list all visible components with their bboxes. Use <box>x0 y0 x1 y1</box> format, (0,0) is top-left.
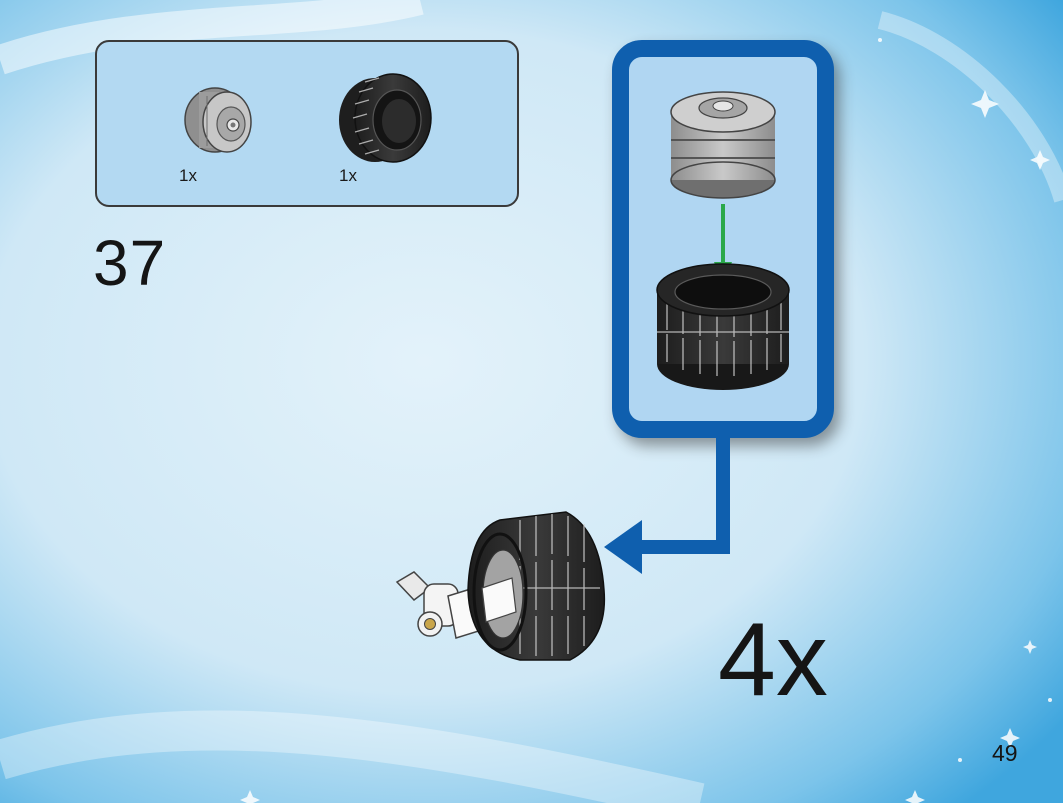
tire-icon <box>339 73 432 163</box>
callout-wheel-hub <box>670 91 776 199</box>
connector-arrow <box>604 438 730 574</box>
wheel-hub-quantity: 1x <box>179 166 197 185</box>
step-number: 37 <box>93 227 167 299</box>
tire-quantity: 1x <box>339 166 357 185</box>
parts-list-box: 1x 1x <box>95 40 519 207</box>
assembled-wheel-model <box>395 511 606 661</box>
callout-tire <box>656 263 790 390</box>
wheel-hub-icon <box>184 87 252 153</box>
page-number: 49 <box>992 740 1018 766</box>
quantity-multiplier: 4x <box>718 602 828 718</box>
